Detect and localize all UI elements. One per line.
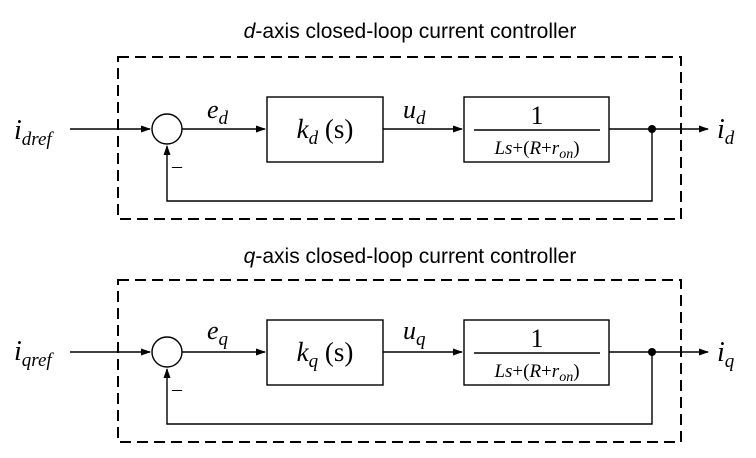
d-axis-boundary — [117, 56, 682, 220]
q-axis-title: q-axis closed-loop current controller — [244, 245, 577, 268]
q-axis-controller-block — [266, 319, 384, 386]
d-axis-feedback-path — [163, 129, 653, 202]
d-axis-control-label: ud — [403, 95, 426, 129]
d-axis-feedback-sign: – — [171, 155, 183, 177]
q-axis-error-label: eq — [207, 316, 229, 350]
d-axis-error-label: ed — [207, 95, 229, 129]
q-axis-controller-label: kq (s) — [297, 337, 354, 372]
d-axis-plant-numerator: 1 — [531, 101, 544, 130]
d-axis-title-text: -axis closed-loop current controller — [255, 20, 576, 43]
d-axis-plant-denominator: Ls+(R+ron) — [493, 138, 579, 162]
d-axis-title-axis: d — [244, 20, 257, 43]
q-axis-summing-junction — [151, 336, 183, 368]
d-axis-controller-block — [266, 96, 384, 163]
q-axis-feedback-sign: – — [171, 378, 183, 400]
q-axis-plant-denominator: Ls+(R+ron) — [493, 361, 579, 385]
q-axis-control-label: uq — [403, 316, 426, 350]
q-axis-title-axis: q — [244, 245, 256, 268]
d-axis-summing-junction — [151, 113, 183, 145]
d-axis-output-label: id — [717, 114, 735, 149]
q-axis-input-label: iqref — [14, 336, 54, 371]
d-axis-controller-label: kd (s) — [297, 114, 354, 149]
q-axis-title-text: -axis closed-loop current controller — [255, 245, 576, 268]
q-axis-loop: q-axis closed-loop current controller iq… — [14, 245, 735, 443]
d-axis-loop: d-axis closed-loop current controller id… — [14, 20, 735, 220]
q-axis-feedback-path — [163, 352, 653, 425]
d-axis-title: d-axis closed-loop current controller — [244, 20, 577, 43]
d-axis-input-label: idref — [14, 115, 54, 150]
q-axis-output-label: iq — [717, 337, 735, 372]
q-axis-plant-numerator: 1 — [531, 324, 544, 353]
q-axis-boundary — [117, 279, 682, 443]
